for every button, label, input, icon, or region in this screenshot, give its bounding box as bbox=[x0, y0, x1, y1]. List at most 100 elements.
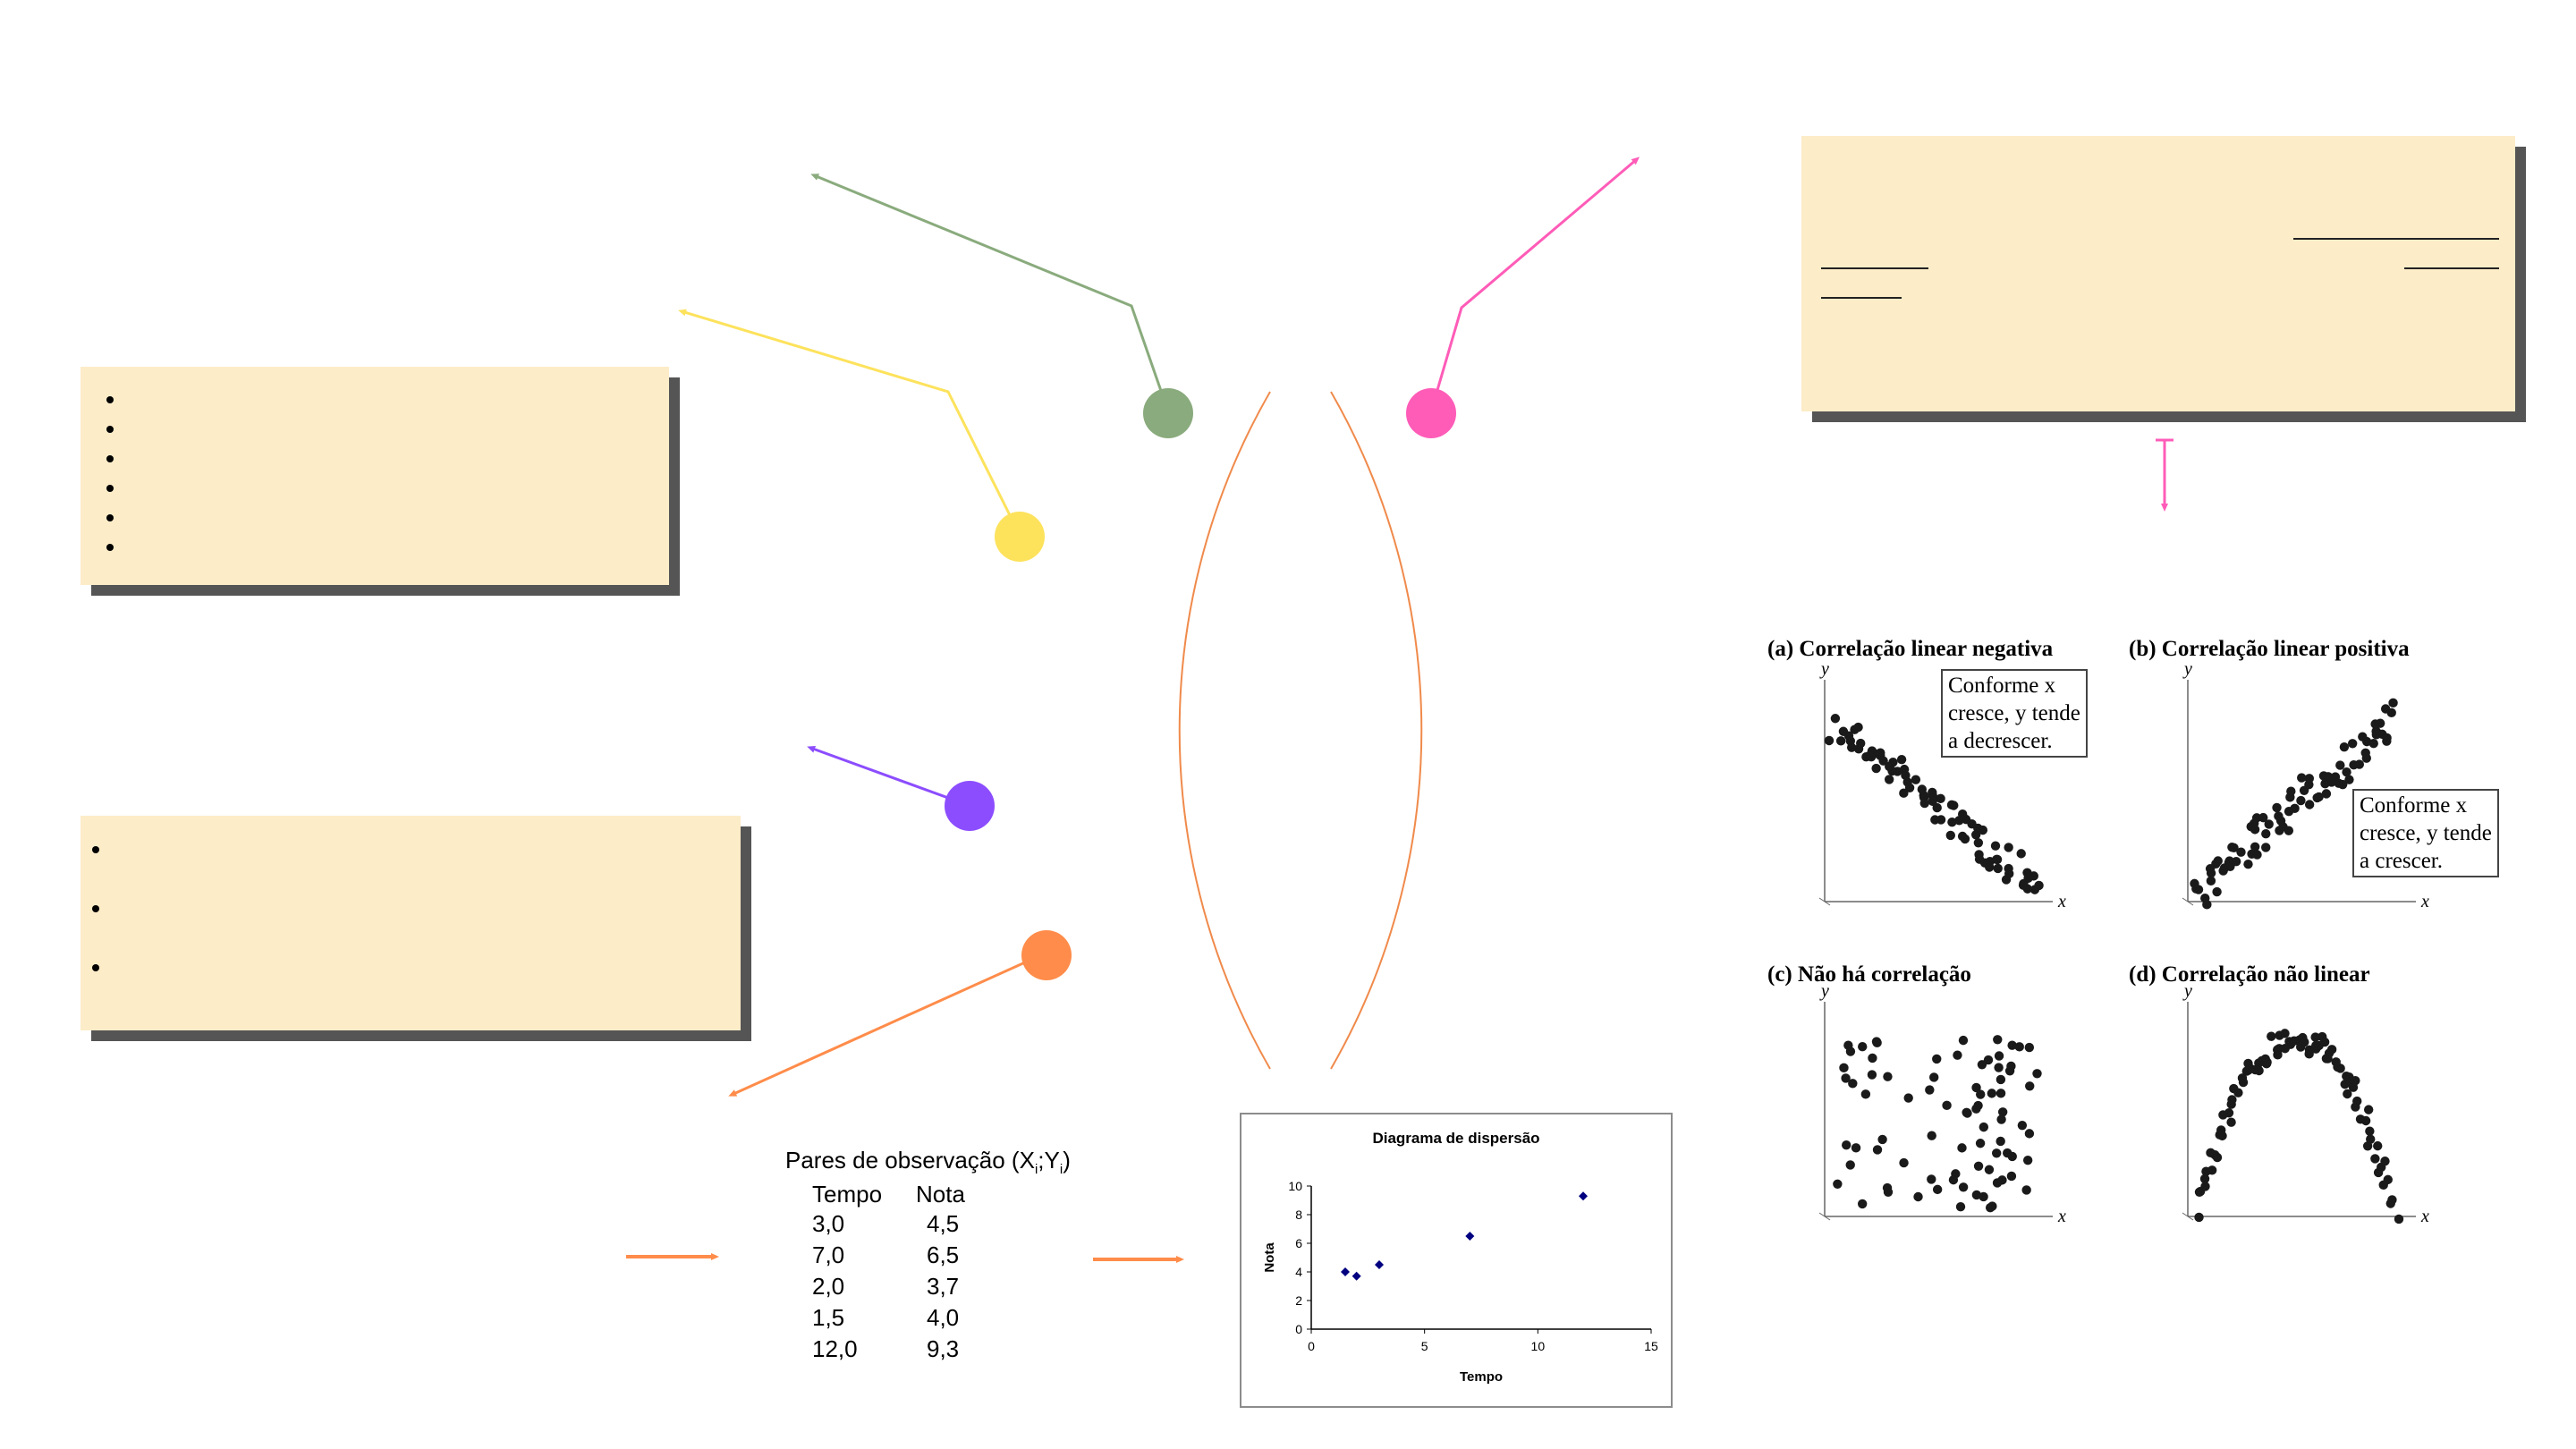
panel-c-point bbox=[1927, 1174, 1936, 1184]
node-yellow[interactable] bbox=[995, 512, 1045, 562]
panel-b-point bbox=[2200, 894, 2210, 903]
panel-d-point bbox=[2227, 1095, 2237, 1105]
panel-c-point bbox=[1927, 1131, 1936, 1140]
panel-c-point bbox=[1871, 1037, 1882, 1046]
panel-d-point bbox=[2233, 1088, 2243, 1097]
cell-y: 3,7 bbox=[927, 1273, 960, 1301]
panel-c-point bbox=[1883, 1072, 1893, 1081]
panel-b-point bbox=[2321, 789, 2332, 799]
panel-d-point bbox=[2352, 1096, 2362, 1106]
panel-a-point bbox=[1960, 834, 1970, 844]
panel-c-point bbox=[1948, 1174, 1959, 1185]
panel-d-point bbox=[2373, 1167, 2384, 1178]
panel-a-point bbox=[1896, 754, 1907, 765]
panel-b-point bbox=[2212, 886, 2222, 897]
panel-d-point bbox=[2385, 1199, 2395, 1208]
panel-d-point bbox=[2370, 1154, 2380, 1164]
panel-c-point bbox=[2017, 1120, 2028, 1131]
panel-a-point bbox=[1853, 744, 1864, 754]
note-bottom-left bbox=[80, 816, 741, 1030]
data-point bbox=[1375, 1260, 1384, 1269]
panel-d-point bbox=[2207, 1165, 2217, 1175]
panel-d-point bbox=[2365, 1126, 2375, 1136]
blank-line bbox=[1821, 297, 1902, 299]
panel-c-point bbox=[2007, 1040, 2017, 1050]
panel-d-point bbox=[2310, 1032, 2320, 1042]
note-top-left bbox=[80, 367, 669, 585]
panel-a-title: (a) Correlação linear negativa bbox=[1767, 637, 2054, 661]
panel-c-point bbox=[1953, 1050, 1962, 1060]
panel-d-origin-tick bbox=[2182, 1212, 2194, 1221]
node-pink[interactable] bbox=[1406, 388, 1456, 438]
panel-b-point bbox=[2388, 698, 2398, 708]
panel-a-point bbox=[1884, 775, 1894, 784]
panel-c-point bbox=[1839, 1063, 1849, 1073]
panel-b-y-label: y bbox=[2182, 659, 2192, 679]
panel-d-point bbox=[2199, 1174, 2210, 1184]
panel-d-point bbox=[2343, 1089, 2352, 1099]
data-point bbox=[1352, 1271, 1361, 1281]
panel-b-point bbox=[2213, 856, 2223, 866]
panel-a-point bbox=[1919, 791, 1928, 801]
panel-a-point bbox=[1846, 742, 1857, 752]
panel-c-point bbox=[1868, 1053, 1877, 1063]
panel-c-point bbox=[1851, 1143, 1861, 1153]
panel-c-point bbox=[1929, 1072, 1939, 1082]
panel-b-point bbox=[2337, 779, 2348, 790]
panel-b-point bbox=[2258, 812, 2268, 823]
panel-b-point bbox=[2380, 704, 2391, 714]
panel-d-point bbox=[2238, 1077, 2249, 1088]
panel-c-point bbox=[1992, 1178, 2003, 1188]
panel-c-point bbox=[1994, 1051, 2004, 1061]
panel-c-point bbox=[1932, 1054, 1942, 1064]
panel-d-point bbox=[2194, 1212, 2204, 1223]
panel-c-point bbox=[1994, 1063, 2004, 1072]
panel-d-point bbox=[2362, 1141, 2373, 1151]
panel-d-point bbox=[2226, 1117, 2236, 1127]
panel-c-point bbox=[1833, 1179, 1843, 1190]
panel-a-point bbox=[1993, 863, 2003, 874]
panel-b-point bbox=[2299, 785, 2309, 795]
connector-pink bbox=[1429, 157, 1640, 412]
panel-d-point bbox=[2360, 1115, 2371, 1126]
x-tick-label: 5 bbox=[1421, 1339, 1428, 1353]
panel-d-point bbox=[2380, 1156, 2390, 1166]
node-purple[interactable] bbox=[945, 781, 995, 831]
y-tick-label: 10 bbox=[1288, 1179, 1302, 1193]
panel-d-point bbox=[2335, 1063, 2345, 1073]
panel-d-point bbox=[2212, 1152, 2223, 1163]
table-row: 12,0 9,3 bbox=[785, 1334, 1107, 1365]
panel-c-point bbox=[1958, 1182, 1969, 1192]
table-title: Pares de observação (Xi;Yi) bbox=[785, 1147, 1071, 1178]
node-orange[interactable] bbox=[1021, 930, 1072, 980]
panel-a-point bbox=[1928, 796, 1937, 806]
panel-a-point bbox=[1824, 735, 1835, 746]
col-header-tempo: Tempo bbox=[812, 1181, 883, 1208]
cell-y: 4,5 bbox=[927, 1210, 960, 1238]
panel-b-point bbox=[2339, 741, 2350, 752]
panel-b-point bbox=[2360, 748, 2370, 758]
panel-b-point bbox=[2368, 739, 2378, 749]
panel-c-point bbox=[2024, 1042, 2035, 1053]
panel-c-point bbox=[1996, 1114, 2006, 1124]
panel-a-point bbox=[1936, 793, 1945, 804]
y-tick-label: 2 bbox=[1295, 1293, 1302, 1308]
panel-b-point bbox=[2261, 829, 2271, 839]
panel-a-point bbox=[1878, 756, 1888, 766]
panel-a-point bbox=[1919, 798, 1929, 809]
panel-c-point bbox=[1858, 1042, 1868, 1052]
panel-c-point bbox=[1996, 1074, 2006, 1085]
panel-b-point bbox=[2243, 859, 2253, 869]
node-green[interactable] bbox=[1143, 388, 1193, 438]
panel-c-point bbox=[1997, 1107, 2008, 1117]
cell-x: 12,0 bbox=[812, 1335, 858, 1363]
panel-b-point bbox=[2354, 759, 2365, 769]
cell-x: 7,0 bbox=[812, 1241, 845, 1269]
panel-c-point bbox=[2014, 1042, 2024, 1052]
panel-c-point bbox=[1996, 1089, 2006, 1098]
panel-c-point bbox=[1973, 1100, 1983, 1111]
